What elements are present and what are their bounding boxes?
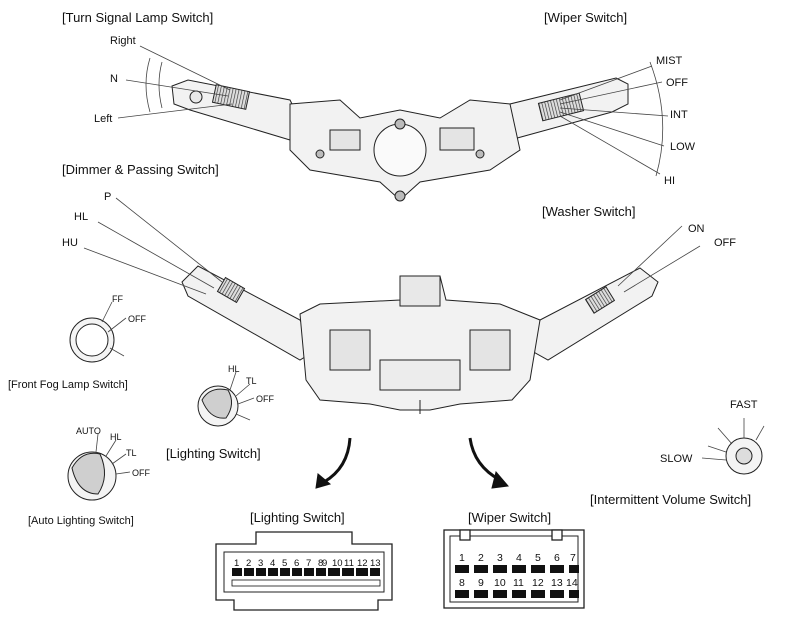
lighting-knob [197,371,255,427]
wiper-connector-pin-holes [455,565,579,598]
pin-number: 6 [294,558,299,569]
pin-number: 5 [535,552,541,564]
housing-detail [329,329,371,371]
pin-number: 2 [246,558,251,569]
pin-number: 9 [322,558,327,569]
lighting-hl-label: HL [228,364,240,374]
turn-signal-title: [Turn Signal Lamp Switch] [62,10,213,25]
turn-left-label: Left [94,113,112,125]
arrow-to-lighting-connector-icon [323,437,352,484]
turn-signal-lever-tip-icon [189,90,203,104]
pin-number: 3 [258,558,263,569]
dimmer-knob-grip [216,276,246,304]
connector-housing [399,275,441,307]
washer-lever [529,267,659,361]
lighting-connector-pin-holes [231,568,381,587]
turn-signal-position-lines [117,45,233,119]
pin-number: 14 [566,577,578,589]
auto-hl-label: HL [110,432,122,442]
wiper-knob-grip [537,92,585,122]
pin-number: 8 [459,577,465,589]
mounting-screw-icon [475,149,485,159]
dimmer-hu-label: HU [62,237,78,249]
pin-number: 13 [370,558,381,569]
steering-column-hole [373,123,427,177]
wiper-low-label: LOW [670,141,696,153]
pin-number: 13 [551,577,563,589]
washer-off-label: OFF [714,237,736,249]
turn-right-label: Right [110,35,136,47]
auto-off-label: OFF [132,468,150,478]
wiper-int-label: INT [670,109,688,121]
dimmer-hl-label: HL [74,211,88,223]
pin-number: 11 [513,577,524,589]
fog-ff-label: FF [112,294,123,304]
pin-number: 9 [478,577,484,589]
auto-title: [Auto Lighting Switch] [28,515,134,527]
pin-number: 6 [554,552,560,564]
lighting-tl-label: TL [246,376,257,386]
intvol-slow-label: SLOW [660,453,693,465]
wiper-position-lines [559,61,669,177]
lighting-connector [215,531,393,611]
pin-number: 10 [332,558,343,569]
conn-wiper-title: [Wiper Switch] [468,510,551,525]
pin-number: 8 [318,558,323,569]
wiper-mist-label: MIST [656,55,683,67]
pin-number: 12 [357,558,368,569]
conn-lighting-title: [Lighting Switch] [250,510,345,525]
wiper-off-label: OFF [666,77,688,89]
lighting-off-label: OFF [256,394,274,404]
auto-tl-label: TL [126,448,137,458]
washer-position-lines [617,225,701,293]
intvol-fast-label: FAST [730,399,758,411]
wiper-hi-label: HI [664,175,675,187]
housing-detail [329,129,361,151]
mounting-screw-icon [394,190,406,202]
pin-number: 12 [532,577,544,589]
washer-title: [Washer Switch] [542,204,635,219]
pin-number: 3 [497,552,503,564]
washer-on-label: ON [688,223,705,235]
intermittent-volume-knob [701,418,765,475]
lighting-title: [Lighting Switch] [166,446,261,461]
dimmer-title: [Dimmer & Passing Switch] [62,162,219,177]
pin-number: 11 [344,558,354,569]
fog-off-label: OFF [128,314,146,324]
auto-lighting-knob [67,433,131,501]
pin-number: 10 [494,577,506,589]
housing-detail [439,127,475,151]
wiper-title: [Wiper Switch] [544,10,627,25]
pin-number: 1 [234,558,239,569]
dimmer-lever [181,265,317,361]
front-fog-knob [69,301,127,363]
dimmer-position-lines [83,197,223,295]
fog-title: [Front Fog Lamp Switch] [8,379,128,391]
housing-detail [469,329,511,371]
pin-number: 4 [270,558,275,569]
arrow-icons [315,437,509,489]
pin-number: 1 [459,552,465,564]
turn-neutral-label: N [110,73,118,85]
housing-detail [379,359,461,391]
pin-number: 4 [516,552,522,564]
intvol-title: [Intermittent Volume Switch] [590,492,751,507]
lower-switch-assembly [181,265,659,414]
wiper-pin-numbers: 1 2 3 4 5 6 7 8 9 10 11 12 13 14 [459,552,578,589]
auto-auto-label: AUTO [76,426,101,436]
pin-number: 7 [570,552,576,564]
pin-number: 2 [478,552,484,564]
washer-knob-grip [584,286,616,314]
mounting-screw-icon [315,149,325,159]
upper-switch-assembly [171,77,629,202]
lighting-pin-numbers: 1 2 3 4 5 6 7 8 9 10 11 12 13 [234,558,381,569]
pin-number: 5 [282,558,287,569]
mounting-screw-icon [394,118,406,130]
dimmer-p-label: P [104,191,111,203]
pin-number: 7 [306,558,311,569]
